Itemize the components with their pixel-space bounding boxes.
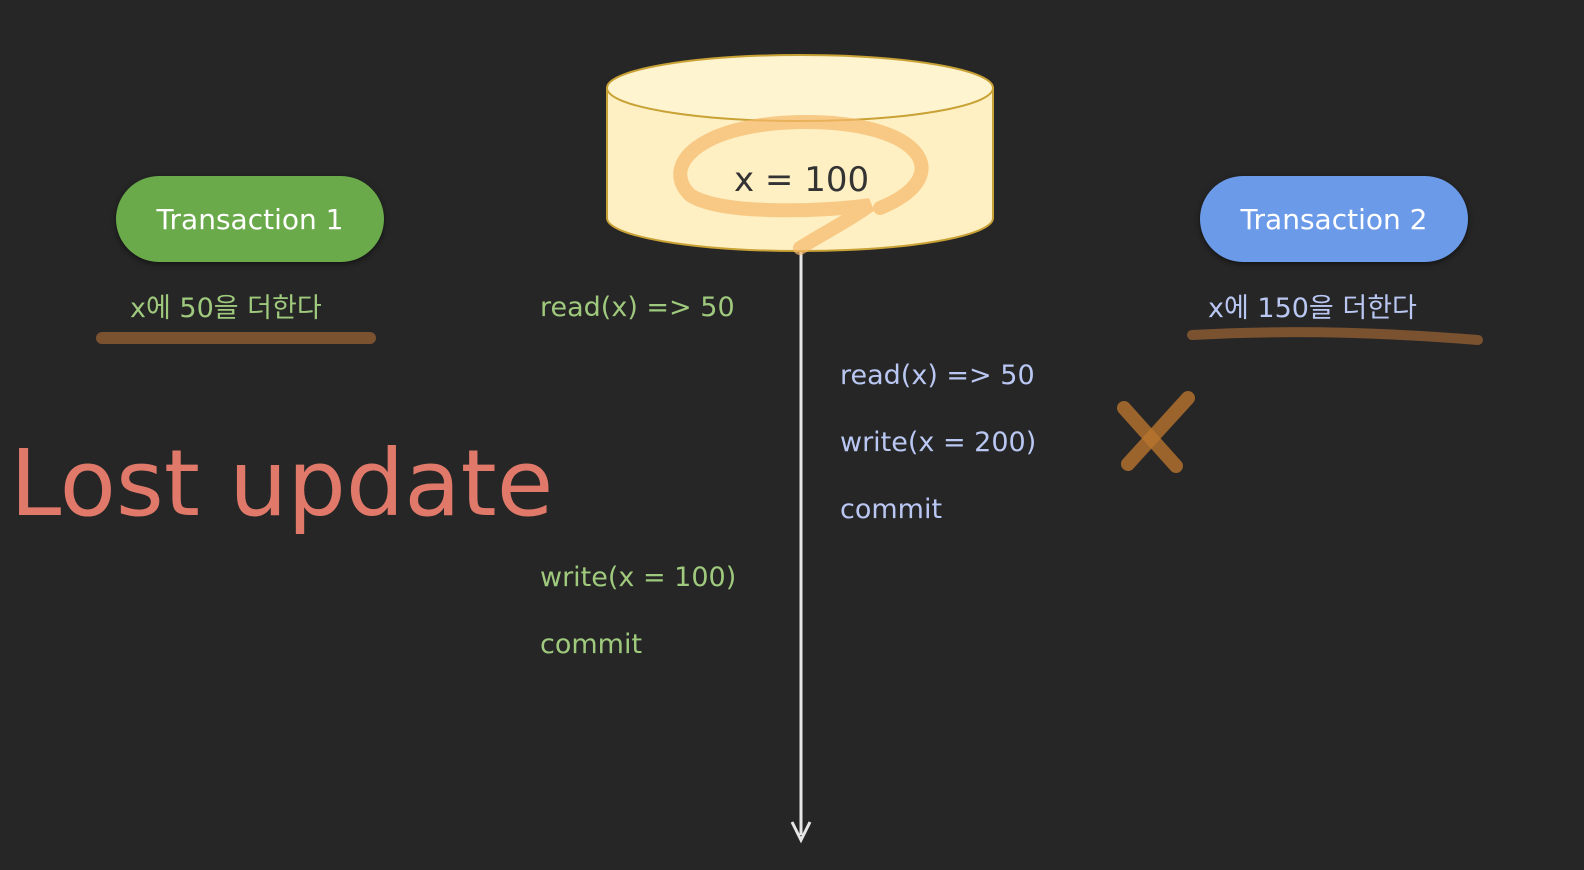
transaction-1-description: x에 50을 더한다 bbox=[130, 293, 322, 324]
t2-step-read: read(x) => 50 bbox=[840, 360, 1035, 391]
underline-mark-2 bbox=[1187, 327, 1483, 345]
transaction-2-badge: Transaction 2 bbox=[1200, 176, 1468, 262]
highlight-circle-mark bbox=[673, 114, 929, 255]
lost-update-title: Lost update bbox=[10, 430, 554, 537]
database-cylinder-icon bbox=[606, 54, 994, 252]
cross-mark-icon bbox=[1117, 391, 1195, 473]
t1-step-read: read(x) => 50 bbox=[540, 292, 735, 323]
transaction-1-badge: Transaction 1 bbox=[116, 176, 384, 262]
transaction-1-label: Transaction 1 bbox=[156, 202, 344, 236]
database-value: x = 100 bbox=[734, 160, 870, 200]
transaction-2-label: Transaction 2 bbox=[1240, 202, 1428, 236]
t1-step-commit: commit bbox=[540, 629, 643, 660]
transaction-2-description: x에 150을 더한다 bbox=[1208, 293, 1417, 324]
t2-step-write: write(x = 200) bbox=[840, 427, 1037, 458]
t2-step-commit: commit bbox=[840, 494, 943, 525]
t1-step-write: write(x = 100) bbox=[540, 562, 737, 593]
timeline-arrowhead bbox=[790, 821, 812, 844]
